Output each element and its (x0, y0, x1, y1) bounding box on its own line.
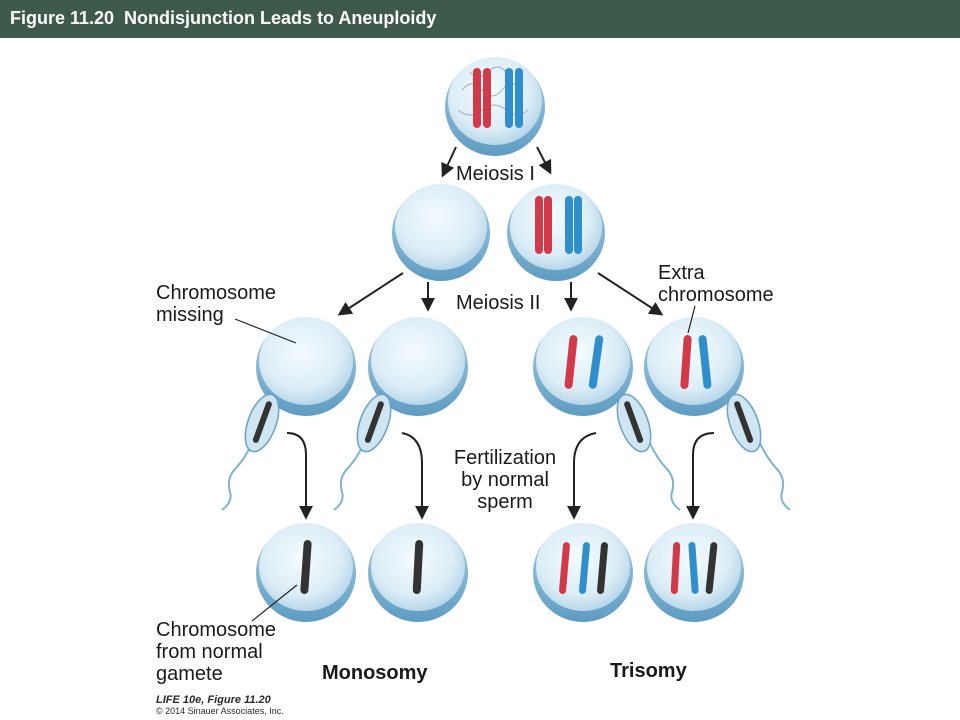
maternal-chromosome (680, 335, 692, 389)
maternal-chromosome (544, 196, 552, 254)
paternal-chromosome (688, 542, 699, 594)
credit-source: LIFE 10e, Figure 11.20 (156, 694, 271, 706)
leader-chromosome-missing (234, 318, 297, 344)
paternal-chromosome (579, 542, 590, 594)
fertilization-label: Fertilization by normal sperm (453, 447, 557, 513)
arrow-fertilization-4 (686, 432, 715, 520)
sperm-chromosome (364, 401, 384, 443)
arrow-fertilization-1 (286, 432, 313, 520)
sperm-chromosome (597, 542, 608, 594)
meiosis-i-label: Meiosis I (456, 163, 535, 185)
sperm-chromosome (252, 401, 272, 443)
zygote-trisomy-1 (533, 523, 633, 622)
leader-normal-gamete (251, 584, 298, 622)
gamete-missing-2 (368, 317, 468, 416)
arrow-meiosis-i-left (441, 146, 457, 178)
zygote-monosomy-1 (256, 523, 356, 622)
paternal-chromosome (588, 335, 604, 389)
zygote-trisomy-2 (644, 523, 744, 622)
sperm-4 (726, 393, 791, 511)
credit-copyright: © 2014 Sinauer Associates, Inc. (156, 706, 284, 716)
gamete-extra-1 (533, 317, 633, 416)
maternal-chromosome (670, 542, 681, 594)
sperm-1 (221, 393, 280, 511)
maternal-chromosome (559, 542, 570, 594)
chromosome-from-normal-gamete-label: Chromosome from normal gamete (156, 619, 277, 685)
sperm-2 (333, 393, 392, 511)
sperm-chromosome (412, 540, 424, 594)
figure-credit: LIFE 10e, Figure 11.20 © 2014 Sinauer As… (156, 694, 284, 717)
maternal-chromosome (535, 196, 543, 254)
arrow-meiosis-i-right (536, 146, 552, 175)
arrow-fertilization-2 (401, 432, 429, 520)
parent-cell (445, 57, 545, 156)
paternal-chromosome (505, 68, 513, 128)
arrow-meiosis-ii-1 (337, 272, 404, 316)
paternal-chromosome (565, 196, 573, 254)
leader-extra-chromosome (687, 305, 696, 334)
maternal-chromosome (564, 335, 578, 389)
zygote-monosomy-2 (368, 523, 468, 622)
meiosis-ii-label: Meiosis II (456, 292, 541, 314)
arrow-fertilization-3 (567, 432, 597, 520)
paternal-chromosome (574, 196, 582, 254)
gamete-missing-1 (256, 317, 356, 416)
figure-title: Figure 11.20 Nondisjunction Leads to Ane… (10, 8, 437, 28)
sperm-chromosome (300, 540, 312, 594)
sperm-chromosome (624, 401, 644, 443)
trisomy-label: Trisomy (610, 660, 687, 682)
leader-lines (234, 305, 696, 622)
flow-arrows (286, 146, 715, 520)
sperm-chromosome (705, 542, 718, 594)
sperm-chromosome (734, 401, 754, 443)
arrow-meiosis-ii-4 (597, 272, 664, 316)
meiosis-i-cell-empty (392, 184, 490, 281)
chromosome-missing-label: Chromosome missing (156, 282, 277, 326)
maternal-chromosome (473, 68, 481, 128)
paternal-chromosome (698, 335, 712, 389)
extra-chromosome-label: Extra chromosome (658, 262, 774, 306)
meiosis-i-cell-all-chromosomes (507, 184, 605, 281)
sperm-3 (616, 393, 681, 511)
gamete-extra-2 (644, 317, 744, 416)
monosomy-label: Monosomy (322, 662, 428, 684)
title-bar: Figure 11.20 Nondisjunction Leads to Ane… (0, 0, 960, 38)
maternal-chromosome (483, 68, 491, 128)
paternal-chromosome (515, 68, 523, 128)
